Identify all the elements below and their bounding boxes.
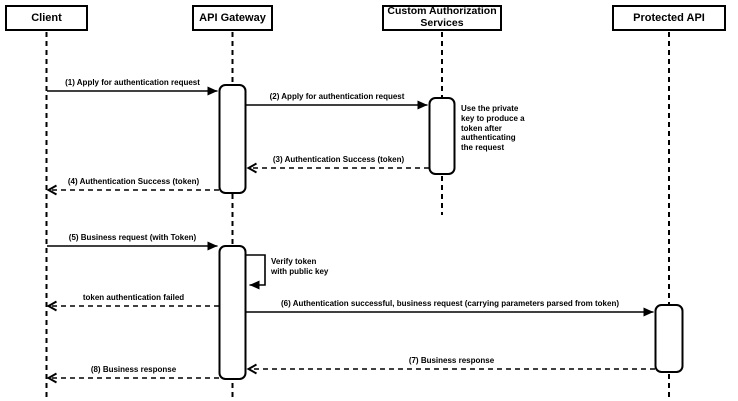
message-label-3: (3) Authentication Success (token) (272, 155, 405, 164)
message-label-6: (6) Authentication successful, business … (280, 299, 620, 308)
participant-custom-authorization-services: Custom Authorization Services (382, 5, 502, 31)
note-private-key: Use the private key to produce a token a… (461, 104, 525, 153)
activation-custom-authorization-services (428, 97, 456, 175)
message-label-2: (2) Apply for authentication request (269, 92, 405, 101)
participant-client: Client (5, 5, 88, 31)
activation-api-gateway-1 (218, 84, 247, 194)
message-label-7: (7) Business response (408, 356, 495, 365)
self-message-label-verify-token: Verify token with public key (271, 257, 329, 276)
participant-api-gateway: API Gateway (192, 5, 273, 31)
self-message-line-verify-token (246, 254, 266, 290)
message-label-4: (4) Authentication Success (token) (67, 177, 200, 186)
message-label-8: (8) Business response (90, 365, 177, 374)
message-label-5: (5) Business request (with Token) (68, 233, 197, 242)
message-label-token-failed: token authentication failed (82, 293, 185, 302)
activation-protected-api (654, 304, 684, 373)
message-label-1: (1) Apply for authentication request (65, 78, 200, 87)
activation-api-gateway-2 (218, 245, 247, 380)
participant-protected-api: Protected API (612, 5, 726, 31)
